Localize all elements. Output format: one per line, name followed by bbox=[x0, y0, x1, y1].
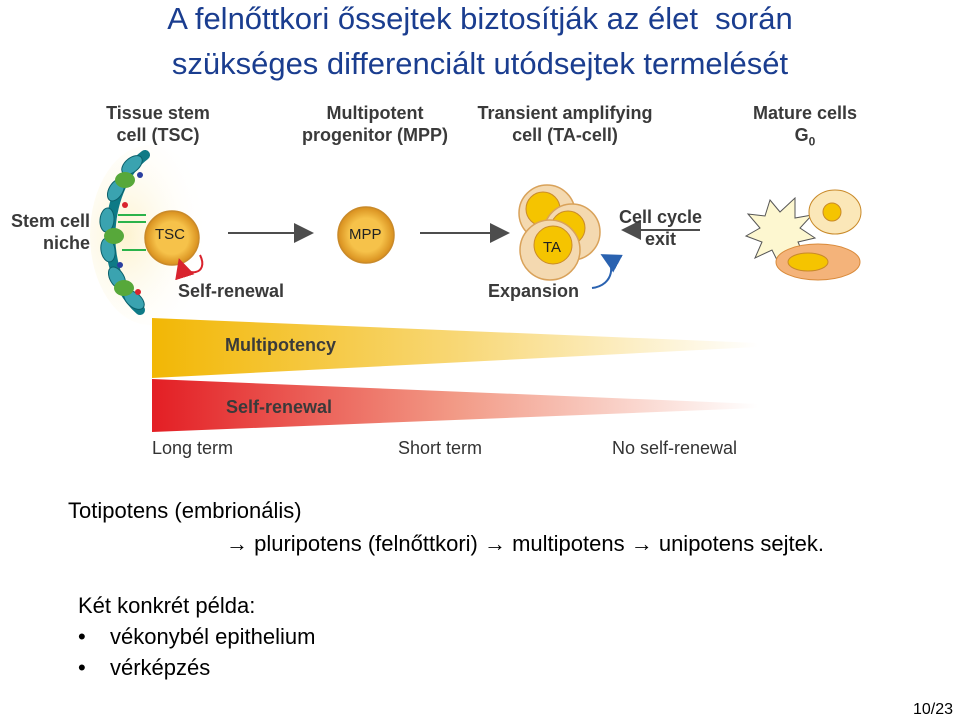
expansion-label: Expansion bbox=[488, 281, 580, 301]
mature-cell-flat bbox=[775, 243, 861, 281]
bullet-item-hematopoiesis: vérképzés bbox=[110, 655, 211, 680]
stage-label-mature: Mature cells G0 bbox=[752, 103, 858, 149]
page-number: 10/23 bbox=[913, 701, 954, 718]
mpp-cell bbox=[337, 206, 395, 264]
self-renewal-bar-label: Self-renewal bbox=[226, 397, 333, 417]
axis-label-long-term: Long term bbox=[152, 438, 234, 458]
text-potency-chain: → pluripotens (felnőttkori) → multipoten… bbox=[226, 531, 824, 556]
expansion-arrow bbox=[591, 254, 623, 289]
slide-title-line1: A felnőttkori őssejtek biztosítják az él… bbox=[167, 1, 793, 36]
tsc-cell-label: TSC bbox=[155, 226, 185, 243]
text-examples-intro: Két konkrét példa: bbox=[78, 593, 256, 618]
axis-label-short-term: Short term bbox=[398, 438, 483, 458]
mature-cell-egg bbox=[808, 189, 862, 235]
text-totipotent: Totipotens (embrionális) bbox=[68, 498, 302, 523]
slide-title-line2: szükséges differenciált utódsejtek terme… bbox=[171, 46, 789, 81]
self-renewal-arrow bbox=[175, 254, 204, 281]
niche-cells bbox=[99, 150, 150, 315]
self-renewal-loop-label: Self-renewal bbox=[178, 281, 285, 301]
tsc-cell bbox=[144, 210, 200, 266]
ta-cell-cluster bbox=[518, 184, 601, 281]
multipotency-bar bbox=[152, 318, 758, 378]
bullet-icon: • bbox=[78, 655, 86, 680]
axis-label-no-self-renewal: No self-renewal bbox=[612, 438, 738, 458]
bullet-item-epithelium: vékonybél epithelium bbox=[110, 624, 316, 649]
ta-cell-label: TA bbox=[543, 239, 562, 256]
mpp-cell-label: MPP bbox=[349, 226, 382, 243]
multipotency-bar-label: Multipotency bbox=[225, 335, 336, 355]
self-renewal-bar bbox=[152, 379, 758, 432]
bullet-icon: • bbox=[78, 624, 86, 649]
